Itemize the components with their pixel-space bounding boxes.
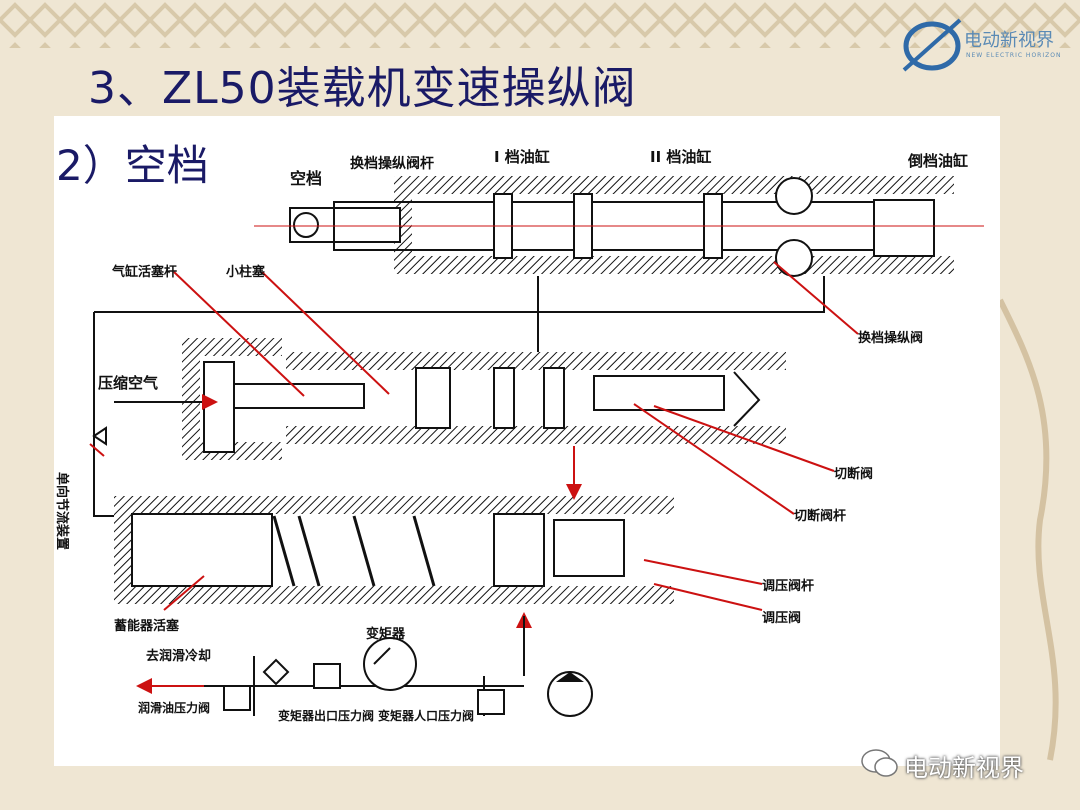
label-pressure-reg-valve: 调压阀	[762, 610, 801, 626]
label-cutoff-valve-rod: 切断阀杆	[794, 508, 846, 524]
label-compressed-air: 压缩空气	[98, 374, 158, 392]
cooler-symbol	[262, 658, 290, 686]
torque-converter	[363, 637, 417, 691]
label-torque-converter: 变矩器	[366, 626, 406, 642]
pump	[547, 671, 593, 717]
label-cylinder-piston-rod: 气缸活塞杆	[112, 264, 177, 280]
label-neutral: 空档	[290, 169, 322, 188]
label-to-lube-cooling: 去润滑冷却	[146, 648, 211, 664]
label-cutoff-valve: 切断阀	[834, 466, 873, 482]
label-shift-valve-rod: 换档操纵阀杆	[350, 155, 434, 172]
shift-valve-body	[254, 176, 984, 277]
label-tc-inlet-valve: 变矩器人口压力阀	[378, 708, 474, 723]
label-shift-valve: 换档操纵阀	[858, 330, 923, 346]
label-tc-outlet-valve: 变矩器出口压力阀	[278, 708, 374, 723]
label-one-way-throttle: 单向节流装置	[54, 472, 70, 550]
watermark: 电动新视界	[860, 746, 1060, 782]
label-gear1-cylinder: I 档油缸	[494, 148, 550, 166]
logo-subtitle: NEW ELECTRIC HORIZON	[966, 52, 1062, 59]
logo-icon	[902, 18, 962, 72]
lube-pressure-valve-symbol	[223, 685, 251, 711]
check-valve-symbol	[92, 426, 107, 446]
label-gear2-cylinder: II 档油缸	[650, 148, 711, 166]
logo-name: 电动新视界	[964, 30, 1054, 51]
label-accumulator-piston: 蓄能器活塞	[114, 618, 180, 634]
label-small-plunger: 小柱塞	[226, 264, 266, 280]
accumulator-body	[114, 496, 674, 604]
shift-valve-diagram: 空档 换档操纵阀杆 I 档油缸 II 档油缸 倒档油缸 气缸活塞杆 小柱塞 压缩…	[54, 148, 984, 723]
brand-logo: 电动新视界 NEW ELECTRIC HORIZON	[900, 14, 1070, 74]
tc-inlet-valve-symbol	[477, 689, 505, 715]
cutoff-valve-body	[114, 338, 786, 460]
wechat-icon	[861, 749, 898, 777]
label-pressure-reg-rod: 调压阀杆	[762, 578, 814, 594]
slide-subtitle: 2）空档	[56, 141, 209, 190]
diagram-panel: 空档 换档操纵阀杆 I 档油缸 II 档油缸 倒档油缸 气缸活塞杆 小柱塞 压缩…	[54, 116, 1000, 766]
leader-lines	[89, 261, 859, 611]
tc-outlet-valve-symbol	[313, 663, 341, 689]
label-lube-pressure-valve: 润滑油压力阀	[138, 700, 210, 715]
slide-title: 3、ZL50装载机变速操纵阀	[88, 63, 637, 114]
watermark-text: 电动新视界	[904, 754, 1024, 782]
label-reverse-cylinder: 倒档油缸	[907, 152, 968, 170]
